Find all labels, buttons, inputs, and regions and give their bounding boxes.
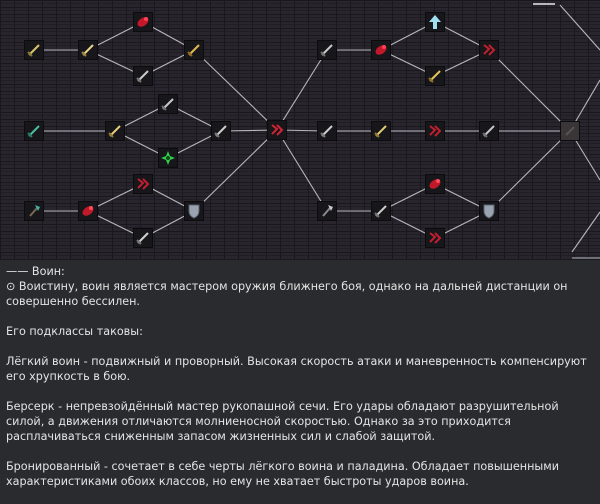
meat-icon[interactable] bbox=[78, 201, 98, 221]
skill-tree-panel bbox=[0, 0, 600, 260]
sword-icon[interactable] bbox=[211, 121, 231, 141]
sword-icon[interactable] bbox=[371, 121, 391, 141]
sword-icon[interactable] bbox=[133, 228, 153, 248]
sword-icon[interactable] bbox=[158, 94, 178, 114]
meat-icon[interactable] bbox=[371, 40, 391, 60]
sword-icon[interactable] bbox=[133, 66, 153, 86]
berserk-paragraph: Берсерк - непревзойдённый мастер рукопаш… bbox=[6, 400, 559, 443]
berserk-rune-icon[interactable] bbox=[133, 174, 153, 194]
meat-icon[interactable] bbox=[425, 174, 445, 194]
axe-icon[interactable] bbox=[317, 201, 337, 221]
sword-icon[interactable] bbox=[425, 66, 445, 86]
berserk-rune-icon[interactable] bbox=[425, 228, 445, 248]
shuriken-icon[interactable] bbox=[158, 148, 178, 168]
armored-paragraph: Бронированный - сочетает в себе черты лё… bbox=[6, 460, 559, 488]
intro-paragraph: ⊙ Воистину, воин является мастером оружи… bbox=[6, 280, 568, 308]
sword-icon[interactable] bbox=[105, 121, 125, 141]
sword-icon[interactable] bbox=[184, 40, 204, 60]
berserk-rune-icon[interactable] bbox=[479, 40, 499, 60]
axe-icon[interactable] bbox=[24, 201, 44, 221]
skill-tree-links bbox=[34, 3, 600, 259]
section-heading: —— Воин: bbox=[6, 265, 65, 278]
shield-icon[interactable] bbox=[479, 201, 499, 221]
berserk-rune-icon[interactable] bbox=[425, 121, 445, 141]
class-description: —— Воин: ⊙ Воистину, воин является масте… bbox=[6, 264, 594, 504]
berserk-rune-icon[interactable] bbox=[267, 120, 287, 140]
sword-icon[interactable] bbox=[371, 201, 391, 221]
sword-icon[interactable] bbox=[479, 121, 499, 141]
meat-icon[interactable] bbox=[133, 12, 153, 32]
arrow-up-icon[interactable] bbox=[425, 12, 445, 32]
green-sword-icon[interactable] bbox=[24, 121, 44, 141]
light-warrior-paragraph: Лёгкий воин - подвижный и проворный. Выс… bbox=[6, 355, 587, 383]
shield-icon[interactable] bbox=[184, 201, 204, 221]
sword-icon[interactable] bbox=[24, 40, 44, 60]
subclasses-title: Его подклассы таковы: bbox=[6, 325, 143, 338]
sword-icon[interactable] bbox=[317, 121, 337, 141]
dark-slot-icon[interactable] bbox=[560, 121, 580, 141]
sword-icon[interactable] bbox=[317, 40, 337, 60]
sword-icon[interactable] bbox=[78, 40, 98, 60]
